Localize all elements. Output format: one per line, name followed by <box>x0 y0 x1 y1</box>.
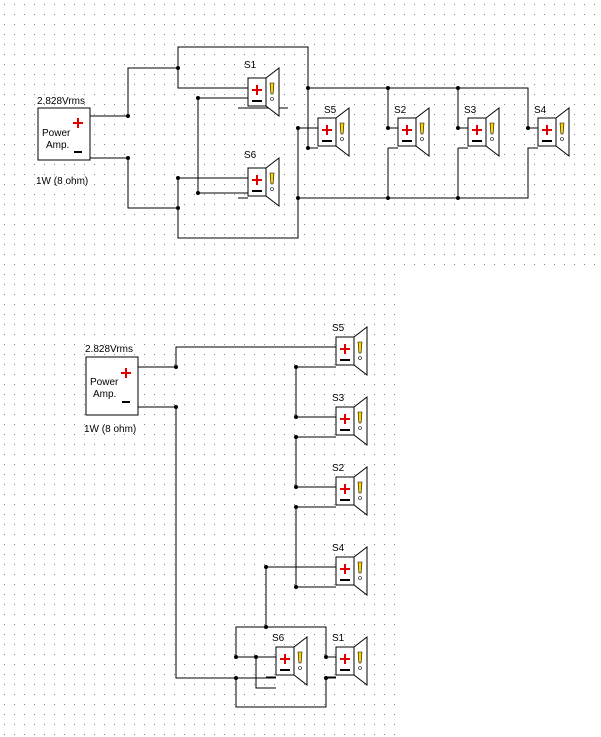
amp-plus-icon <box>73 118 83 128</box>
speaker-bolt-icon <box>357 561 363 574</box>
speaker-label: S6 <box>272 633 285 644</box>
speaker-s3-bottom[interactable]: S3 <box>326 393 368 447</box>
speaker-bolt-icon <box>489 122 495 135</box>
speaker-label: S3 <box>464 105 477 116</box>
speaker-label: S2 <box>394 105 407 116</box>
amp-voltage-label: 2.828Vrms <box>37 96 85 107</box>
speaker-label: S4 <box>332 543 345 554</box>
speaker-s3-top[interactable]: S3 <box>458 105 500 158</box>
speaker-s1-top[interactable]: S1 <box>238 60 280 118</box>
speaker-bolt-icon <box>357 341 363 354</box>
speaker-label: S1 <box>244 60 257 71</box>
speaker-bolt-icon <box>357 411 363 424</box>
speaker-label: S3 <box>332 393 345 404</box>
amp-plus-icon <box>121 368 131 378</box>
amp-rating-label: 1W (8 ohm) <box>84 424 136 435</box>
speaker-s4-top[interactable]: S4 <box>528 105 570 158</box>
speaker-bolt-icon <box>357 481 363 494</box>
speaker-bolt-icon <box>269 172 275 185</box>
speaker-bolt-icon <box>419 122 425 135</box>
speaker-label: S5 <box>332 323 345 334</box>
speaker-label: S5 <box>324 105 337 116</box>
speaker-label: S2 <box>332 463 345 474</box>
speaker-bolt-icon <box>269 82 275 95</box>
speaker-bolt-icon <box>357 651 363 664</box>
speaker-s5-bottom[interactable]: S5 <box>326 323 368 377</box>
amp-voltage-label: 2.828Vrms <box>85 344 133 355</box>
bottom-circuit: 2.828Vrms Power Amp. 1W (8 ohm) S5 S3 S2 <box>84 323 368 708</box>
amp-rating-label: 1W (8 ohm) <box>36 176 88 187</box>
top-nodes <box>126 66 530 210</box>
speaker-s2-bottom[interactable]: S2 <box>326 463 368 517</box>
bottom-nodes <box>174 365 328 680</box>
speaker-s4-bottom[interactable]: S4 <box>326 543 368 597</box>
speaker-s1-bottom[interactable]: S1 <box>326 633 368 687</box>
speaker-bolt-icon <box>339 122 345 135</box>
power-amp-top[interactable]: 2.828Vrms Power Amp. 1W (8 ohm) <box>36 96 98 187</box>
speaker-label: S4 <box>534 105 547 116</box>
speaker-s6-bottom[interactable]: S6 <box>266 633 308 687</box>
speaker-bolt-icon <box>559 122 565 135</box>
amp-name-line1: Power <box>90 377 119 388</box>
speaker-label: S1 <box>332 633 345 644</box>
amp-name-line1: Power <box>42 128 71 139</box>
amp-name-line2: Amp. <box>93 389 116 400</box>
speaker-s5-top[interactable]: S5 <box>308 105 350 158</box>
amp-name-line2: Amp. <box>46 140 69 151</box>
speaker-s2-top[interactable]: S2 <box>388 105 430 158</box>
speaker-bolt-icon <box>297 651 303 664</box>
power-amp-bottom[interactable]: 2.828Vrms Power Amp. 1W (8 ohm) <box>84 344 146 435</box>
speaker-label: S6 <box>244 150 257 161</box>
speaker-s6-top[interactable]: S6 <box>238 150 280 208</box>
top-circuit: 2.828Vrms Power Amp. 1W (8 ohm) S1 S6 S5 <box>36 46 570 239</box>
